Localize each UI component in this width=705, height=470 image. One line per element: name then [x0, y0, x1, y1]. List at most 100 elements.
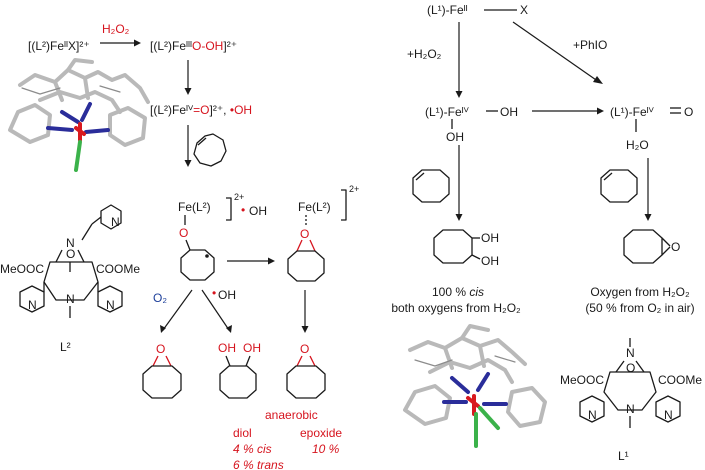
double-bond: [415, 172, 425, 181]
radical-dot-oh: •: [241, 203, 245, 217]
fe-iv-oh-right: OH: [500, 105, 518, 119]
svg-text:N: N: [626, 402, 635, 416]
fe-l2-radical-intermediate: Fe(L²): [178, 200, 211, 214]
fe-l2-epoxide-intermediate: Fe(L²): [298, 200, 331, 214]
epoxide-bond: [661, 246, 671, 256]
result-air-fraction: (50 % from O₂ in air): [585, 301, 694, 315]
h2o2-reagent-right: +H₂O₂: [407, 47, 442, 61]
l2-crystal-structure-icon: [8, 58, 150, 172]
arrow-to-epoxide-product: [162, 289, 193, 331]
bound-water: H₂O: [626, 138, 649, 152]
epoxide-product-right-icon: [286, 365, 326, 399]
cyclooctene-right-2-icon: [600, 169, 638, 203]
l1-label: L¹: [618, 449, 629, 463]
o2-label: O₂: [153, 291, 167, 305]
arrow-to-diol-product: [201, 289, 230, 331]
arrow-phio: [512, 21, 600, 83]
fe-iv-oxo-complex: (L¹)-Feᴵⱽ: [610, 105, 655, 119]
c-oh-bond: [225, 355, 231, 367]
svg-text:N: N: [111, 215, 120, 229]
diol-oh-1: OH: [218, 341, 236, 355]
x-ligand: X: [520, 3, 528, 17]
phio-reagent: +PhIO: [573, 38, 607, 52]
epoxide-product-icon: [142, 365, 182, 399]
yield-epoxide-header: epoxide: [300, 426, 342, 440]
svg-text:N: N: [28, 298, 37, 312]
epoxide-product-right-side-icon: [623, 229, 663, 264]
oxo-complex: [(L²)Feᴵⱽ=O]²⁺, •OH: [150, 103, 252, 117]
svg-text:COOMe: COOMe: [658, 373, 702, 387]
epoxide-bond: [309, 355, 316, 367]
radical-dot-icon: [205, 254, 209, 258]
arrowhead: [184, 88, 192, 95]
double-bond: [197, 137, 207, 146]
svg-text:N: N: [66, 236, 75, 250]
fe-iv-oh-below: OH: [446, 130, 464, 144]
epoxide-bond: [165, 355, 172, 367]
svg-text:N: N: [106, 298, 115, 312]
right-start-complex: (L¹)-Feᴵᴵ: [427, 3, 468, 17]
l2-label: L²: [60, 340, 71, 354]
epoxide-bond: [296, 355, 303, 367]
double-bond: [603, 172, 613, 181]
yield-epoxide-value: 10 %: [312, 442, 340, 456]
epoxy-cyclooctane-icon: [287, 250, 325, 282]
svg-text:MeOOC: MeOOC: [560, 373, 604, 387]
product-epoxide-o: O: [156, 342, 165, 356]
svg-text:MeOOC: MeOOC: [0, 262, 44, 276]
svg-text:O: O: [626, 361, 635, 375]
l1-ligand-structure-icon: N O MeOOC COOMe N N N: [560, 338, 702, 428]
bracket: [226, 197, 232, 221]
diol-product-icon: [219, 365, 257, 399]
epoxide-o: O: [300, 227, 309, 241]
arrowhead: [455, 91, 463, 98]
arrowhead: [597, 107, 604, 115]
hydroperoxo-complex: [(L²)FeᴵᴵᴵO-OH]²⁺: [150, 39, 237, 53]
diol-oh-2: OH: [243, 341, 261, 355]
diol-oh-lower: OH: [481, 254, 499, 268]
arrowhead: [301, 326, 309, 333]
yield-cis: 4 % cis: [233, 442, 272, 456]
charge-label: 2+: [349, 184, 359, 194]
result-oxygen-source: Oxygen from H₂O₂: [590, 285, 690, 299]
epoxide-bond: [152, 355, 159, 367]
radical-cyclooctane-icon: [180, 249, 215, 281]
oh-radical-lower: OH: [218, 288, 236, 302]
radical-dot-lower: •: [212, 286, 216, 300]
epoxide-bond: [661, 237, 671, 247]
cyclooctene-right-1-icon: [412, 169, 450, 203]
alkoxy-o: O: [179, 226, 188, 240]
arrowhead: [226, 325, 232, 333]
result-both-oxygens: both oxygens from H₂O₂: [391, 301, 521, 315]
bracket: [341, 189, 347, 221]
c-oh-bond: [471, 254, 481, 260]
o-c-bond: [185, 239, 191, 251]
svg-text:N: N: [588, 408, 597, 422]
cyclooctene-icon: [193, 133, 227, 167]
yield-anaerobic-header: anaerobic: [265, 408, 318, 422]
left-start-complex: [(L²)FeᴵᴵX]²⁺: [28, 39, 90, 53]
arrowhead: [593, 76, 603, 84]
diol-oh-upper: OH: [481, 231, 499, 245]
h2o2-reagent-left: H₂O₂: [102, 22, 130, 36]
epoxide-bond: [309, 239, 316, 252]
arrowhead: [455, 214, 463, 221]
svg-text:COOMe: COOMe: [96, 262, 140, 276]
arrowhead: [184, 160, 192, 167]
epoxide-bond: [296, 239, 303, 252]
svg-text:N: N: [664, 408, 673, 422]
l2-ligand-structure-icon: N N O MeOOC COOMe N N N: [0, 204, 140, 318]
svg-text:O: O: [66, 247, 75, 261]
yield-diol-header: diol: [233, 426, 252, 440]
charge-label: 2+: [234, 192, 244, 202]
c-oh-bond: [245, 355, 251, 367]
fe-iv-hydroxo-complex: (L¹)-Feᴵⱽ: [425, 105, 470, 119]
epoxide-right-o: O: [671, 240, 680, 254]
oxo-o: O: [684, 105, 693, 119]
radical-oh-label: OH: [249, 204, 267, 218]
yield-trans: 6 % trans: [233, 458, 284, 470]
l1-crystal-structure-icon: [403, 324, 547, 448]
arrowhead: [268, 257, 275, 265]
svg-text:N: N: [66, 292, 75, 306]
